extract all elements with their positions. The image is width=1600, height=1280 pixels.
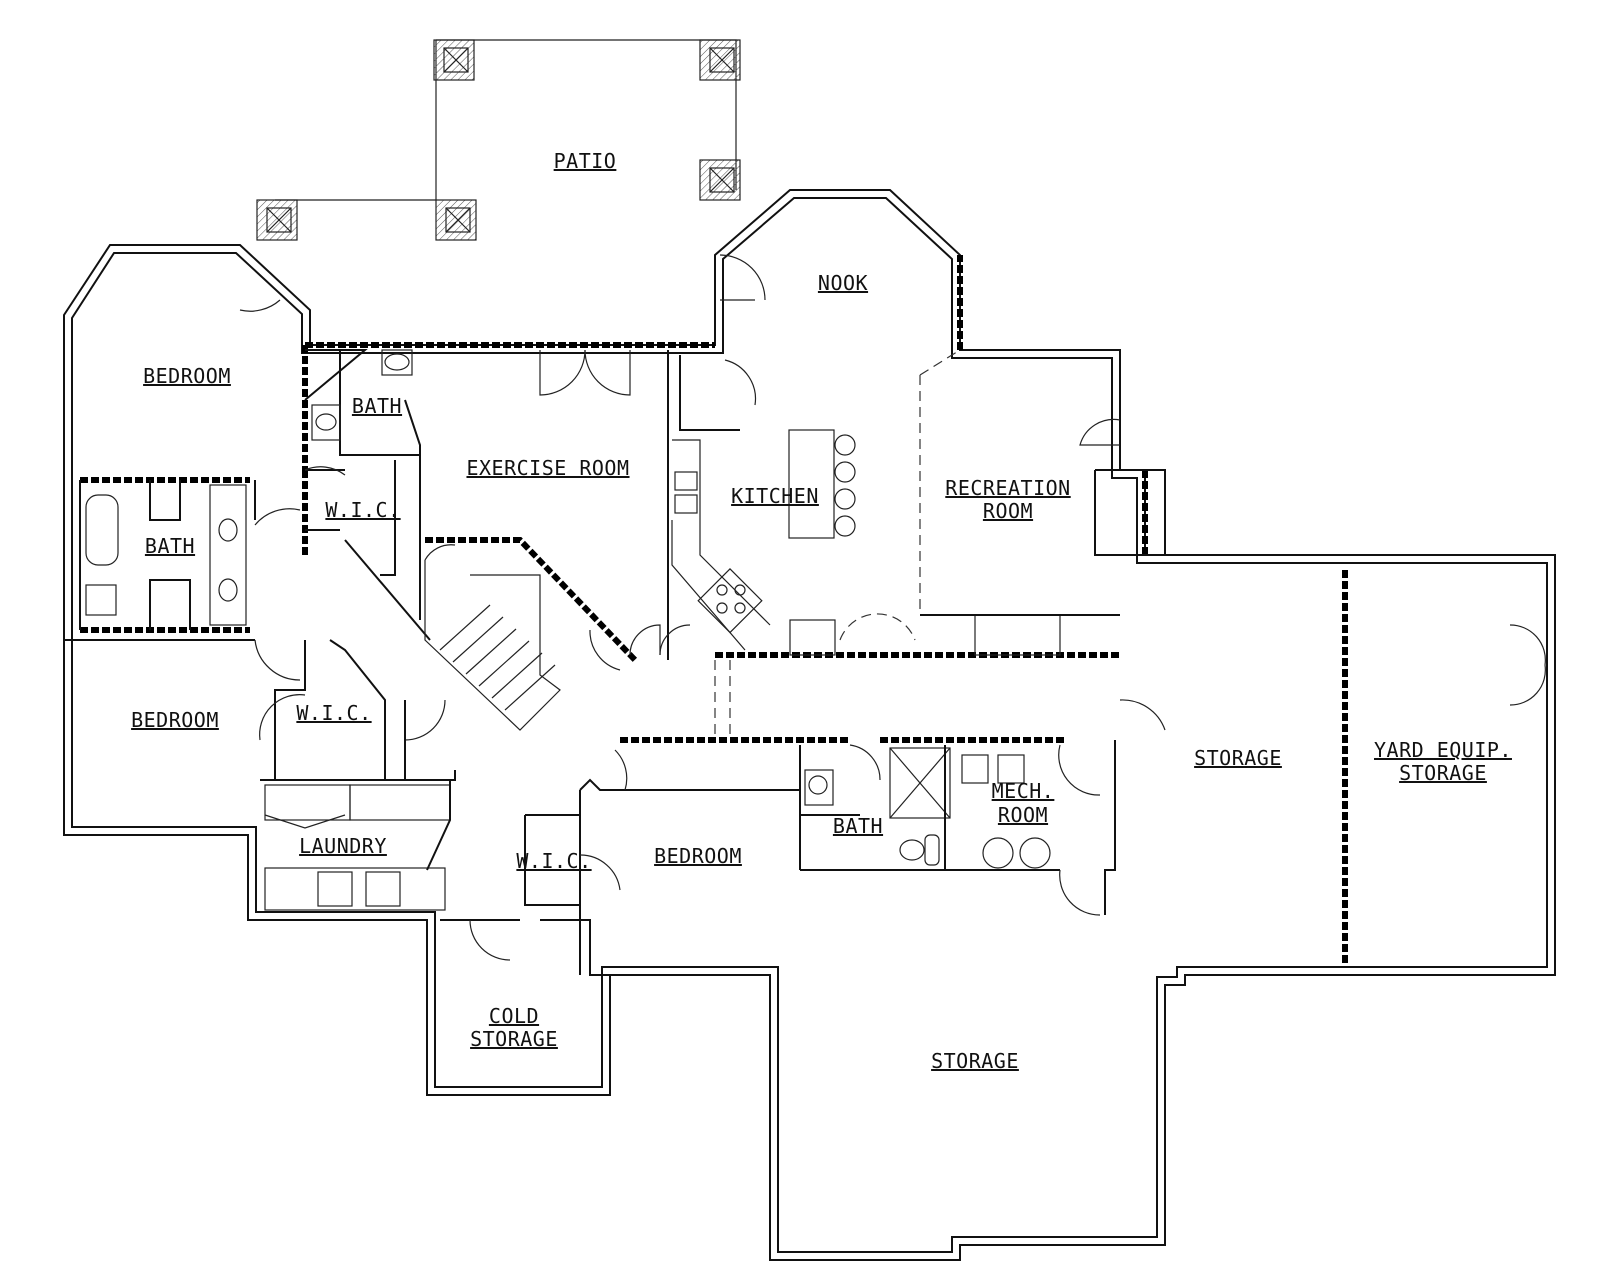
label-bedroom-nw: BEDROOM xyxy=(143,364,231,388)
label-bedroom-w: BEDROOM xyxy=(131,708,219,732)
label-storage-south: STORAGE xyxy=(931,1049,1019,1073)
label-yard-line1: YARD EQUIP. xyxy=(1374,738,1512,762)
label-yard-line2: STORAGE xyxy=(1399,761,1487,785)
label-kitchen: KITCHEN xyxy=(731,484,819,508)
label-bedroom-s: BEDROOM xyxy=(654,844,742,868)
label-laundry: LAUNDRY xyxy=(299,834,387,858)
label-wic-low: W.I.C. xyxy=(516,849,591,873)
label-bath-left: BATH xyxy=(145,534,195,558)
patio-column xyxy=(699,39,741,81)
room-labels: PATIO NOOK BEDROOM BATH EXERCISE ROOM KI… xyxy=(131,149,1512,1073)
label-bath-top: BATH xyxy=(352,394,402,418)
label-bath-s: BATH xyxy=(833,814,883,838)
patio xyxy=(256,39,741,241)
label-exercise-room: EXERCISE ROOM xyxy=(466,456,629,480)
exterior-walls xyxy=(63,189,1556,1261)
label-wic-mid: W.I.C. xyxy=(296,701,371,725)
patio-column xyxy=(435,199,477,241)
patio-column xyxy=(699,159,741,201)
label-patio: PATIO xyxy=(554,149,617,173)
label-storage-east: STORAGE xyxy=(1194,746,1282,770)
patio-column xyxy=(256,199,298,241)
label-recreation-line2: ROOM xyxy=(983,499,1033,523)
label-wic-top: W.I.C. xyxy=(325,498,400,522)
staircase xyxy=(424,544,621,731)
label-cold-line1: COLD xyxy=(489,1004,539,1028)
label-recreation-line1: RECREATION xyxy=(945,476,1070,500)
label-cold-line2: STORAGE xyxy=(470,1027,558,1051)
label-mech-line2: ROOM xyxy=(998,803,1048,827)
label-nook: NOOK xyxy=(818,271,868,295)
label-mech-line1: MECH. xyxy=(992,779,1055,803)
interior-walls xyxy=(64,254,1546,976)
patio-column xyxy=(433,39,475,81)
